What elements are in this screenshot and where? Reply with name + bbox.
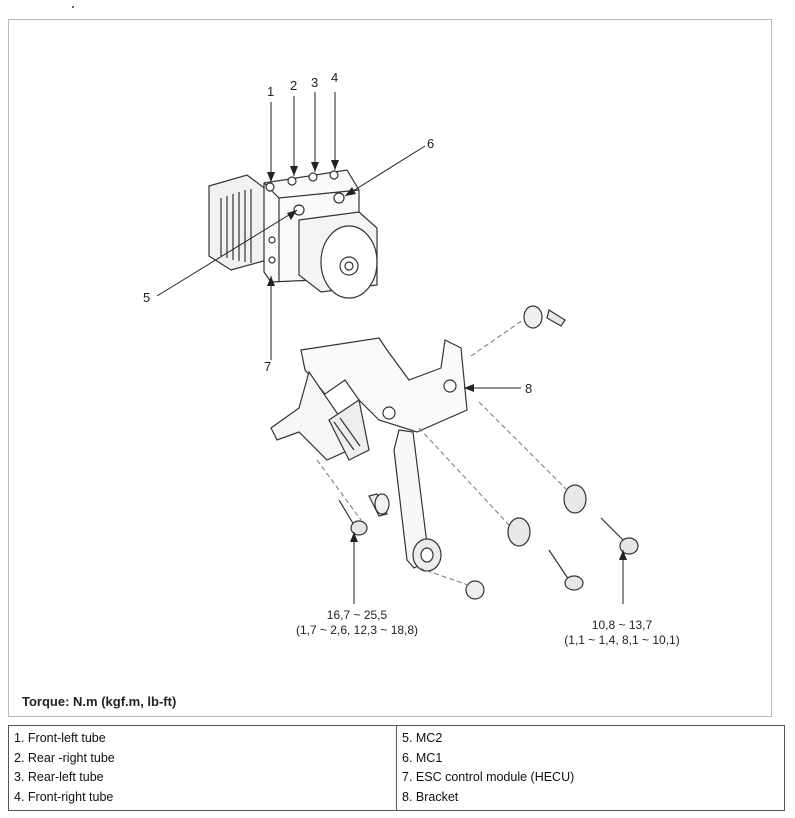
legend-column-right: 5. MC2 6. MC1 7. ESC control module (HEC… [396, 725, 785, 811]
diagram-frame: 1 2 3 4 6 5 7 8 16,7 ~ 25,5 (1,7 ~ 2,6, … [8, 19, 772, 717]
callout-7: 7 [264, 359, 272, 374]
callout-6: 6 [427, 136, 435, 151]
legend-item: 5. MC2 [402, 731, 443, 745]
torque-range: 10,8 ~ 13,7 [591, 618, 653, 632]
arrowheads [267, 160, 627, 560]
legend-item: 8. Bracket [402, 789, 459, 804]
callout-5: 5 [143, 290, 151, 305]
callout-2: 2 [290, 78, 298, 93]
torque-spec-bolt-right: 10,8 ~ 13,7 (1,1 ~ 1,4, 8,1 ~ 10,1) [542, 618, 702, 648]
torque-range-converted: (1,1 ~ 1,4, 8,1 ~ 10,1) [564, 633, 680, 647]
legend-item: 2. Rear -right tube [14, 750, 115, 765]
stray-dot [72, 6, 74, 8]
callout-3: 3 [311, 75, 319, 90]
callout-1: 1 [267, 84, 275, 99]
legend-item: 7. ESC control module (HECU) [402, 770, 575, 784]
callout-4: 4 [331, 70, 339, 85]
pump-motor [298, 211, 378, 299]
exploded-view-drawing [156, 92, 639, 604]
assembly-lines [316, 319, 570, 587]
table-row: 1. Front-left tube 2. Rear -right tube 3… [8, 725, 785, 811]
legend-column-left: 1. Front-left tube 2. Rear -right tube 3… [8, 725, 397, 811]
fasteners [338, 305, 639, 600]
legend-item: 6. MC1 [402, 750, 443, 765]
bracket [270, 337, 468, 572]
hecu-connector [208, 174, 268, 271]
torque-range: 16,7 ~ 25,5 [326, 608, 388, 622]
torque-range-converted: (1,7 ~ 2,6, 12,3 ~ 18,8) [295, 623, 419, 637]
torque-spec-bolt-left: 16,7 ~ 25,5 (1,7 ~ 2,6, 12,3 ~ 18,8) [277, 608, 437, 638]
legend-item: 1. Front-left tube [14, 731, 106, 745]
callout-8: 8 [525, 381, 533, 396]
legend-item: 4. Front-right tube [14, 789, 114, 804]
leader-lines [156, 92, 624, 604]
torque-unit-caption: Torque: N.m (kgf.m, lb-ft) [22, 694, 177, 709]
legend-item: 3. Rear-left tube [14, 770, 104, 784]
parts-legend-table: 1. Front-left tube 2. Rear -right tube 3… [8, 725, 785, 811]
